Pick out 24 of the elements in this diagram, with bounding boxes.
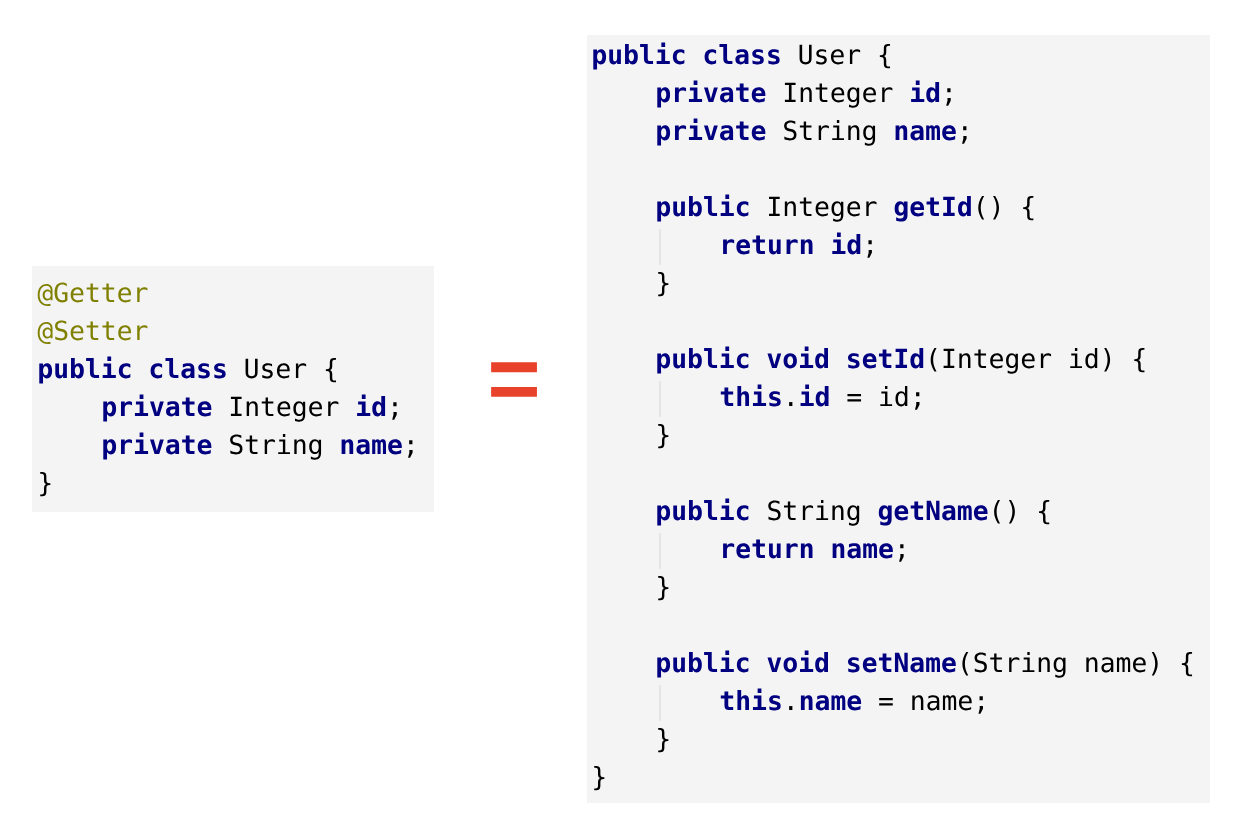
code-block <box>587 35 1210 803</box>
code-line: public Integer getId() { <box>657 194 1034 222</box>
code-line: @Getter <box>37 282 148 307</box>
code-line: private Integer id; <box>657 80 951 108</box>
code-line: private Integer id; <box>103 394 397 422</box>
code-line: @Setter <box>37 320 148 345</box>
code-line: public class User { <box>593 42 890 70</box>
code-line: this.name = name; <box>720 688 983 714</box>
code-line: public class User { <box>39 356 336 384</box>
code-line: } <box>658 576 669 601</box>
code-line: return id; <box>723 232 872 258</box>
code-line: } <box>594 766 605 791</box>
code-line: return name; <box>723 539 904 562</box>
code-line: private String name; <box>657 118 967 146</box>
code-line: public String getName() { <box>657 498 1050 526</box>
code-line: } <box>658 272 669 297</box>
equals-sign: = <box>491 362 537 397</box>
code-line: this.id = id; <box>720 384 920 410</box>
code-line: public void setId(Integer id) { <box>657 346 1145 374</box>
code-line: } <box>658 728 669 753</box>
code-line: } <box>658 424 669 449</box>
code-line: } <box>40 472 51 497</box>
code-line: public void setName(String name) { <box>657 650 1193 678</box>
code-line: private String name; <box>103 432 413 460</box>
